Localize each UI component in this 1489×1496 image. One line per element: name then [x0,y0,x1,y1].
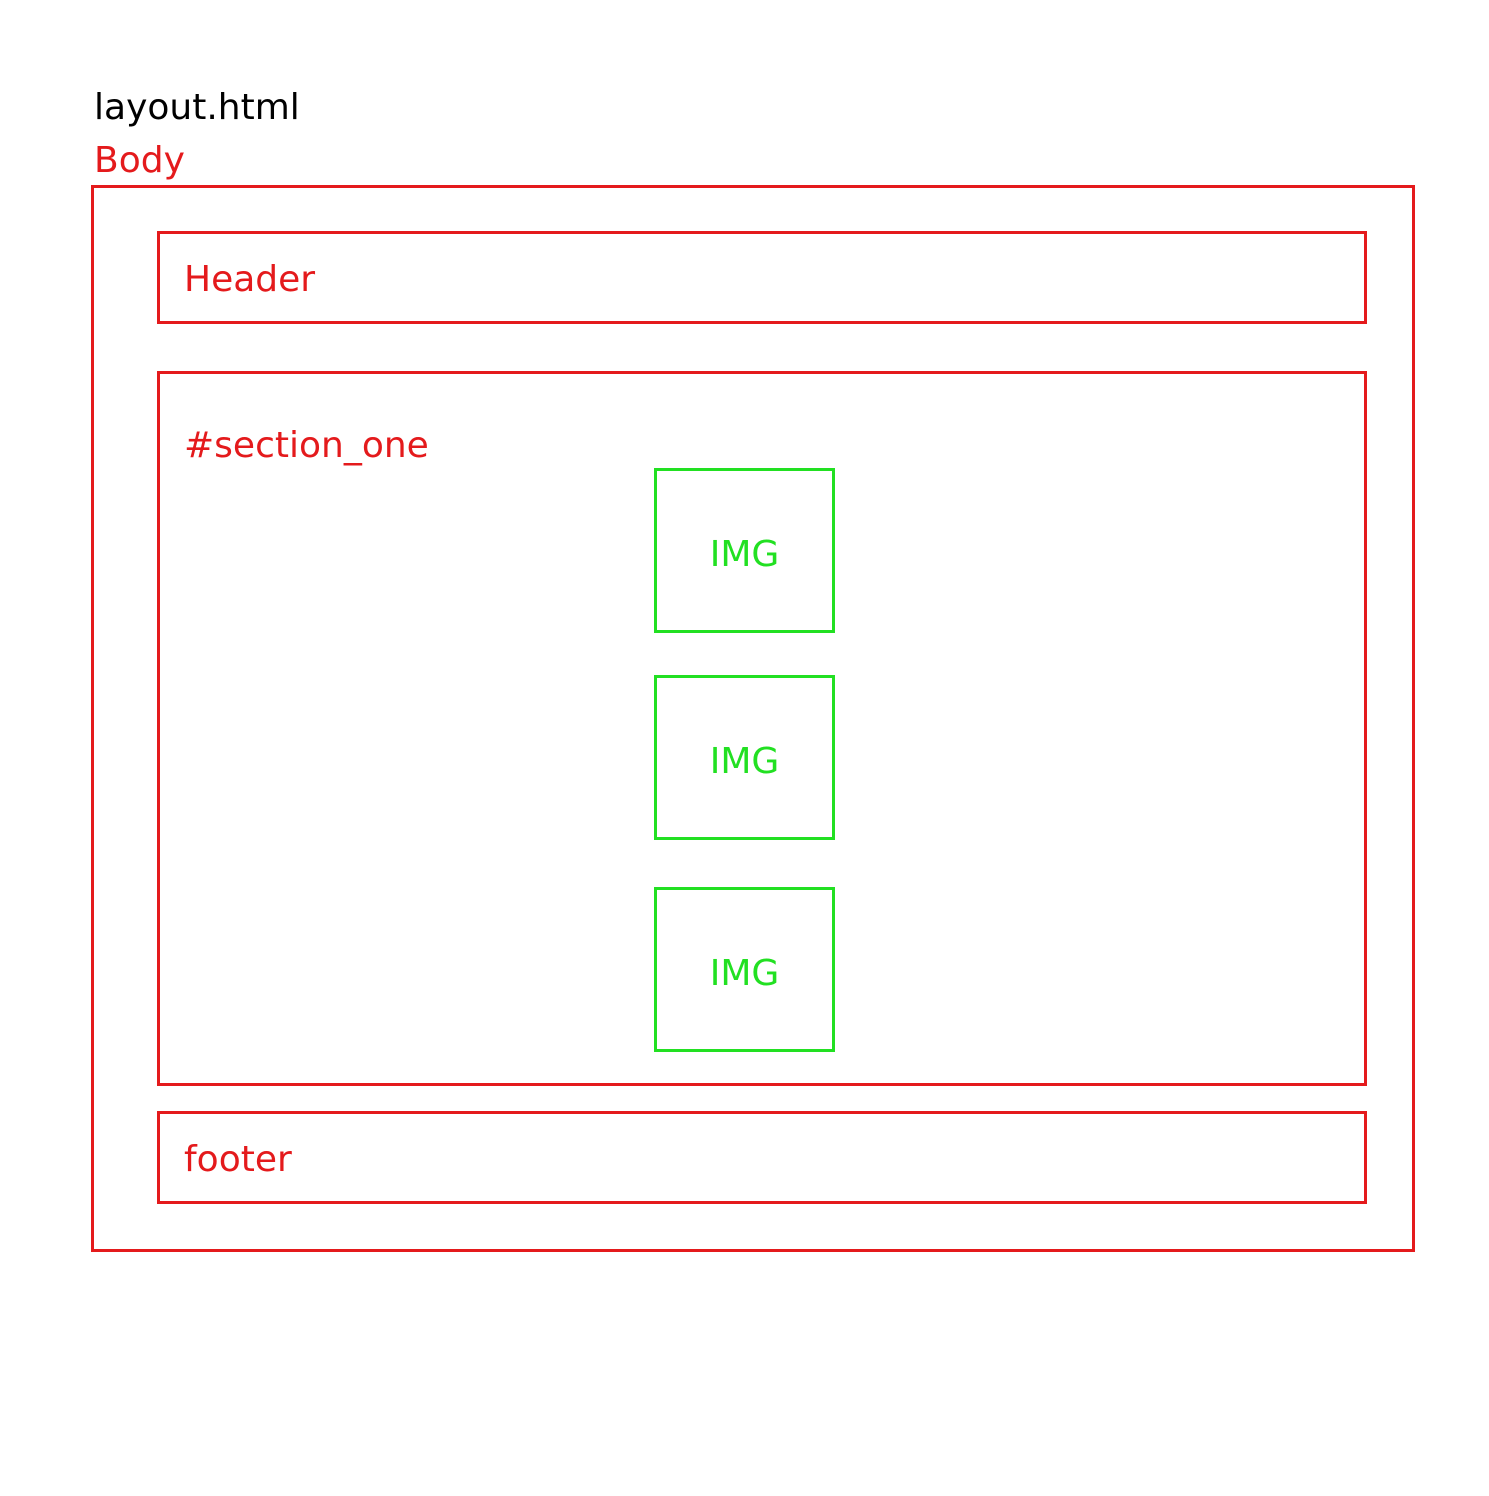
image-placeholder: IMG [654,887,835,1052]
image-placeholder: IMG [654,468,835,633]
header-label: Header [184,259,316,300]
section-one-label: #section_one [184,425,429,466]
footer-container: footer [157,1111,1367,1204]
body-container [91,185,1415,1252]
image-label: IMG [709,740,780,782]
header-container: Header [157,231,1367,324]
image-label: IMG [709,952,780,994]
body-label: Body [94,140,185,181]
section-one-container: #section_one [157,371,1367,1086]
diagram-title: layout.html [94,87,300,128]
footer-label: footer [184,1139,292,1180]
image-placeholder: IMG [654,675,835,840]
image-label: IMG [709,533,780,575]
